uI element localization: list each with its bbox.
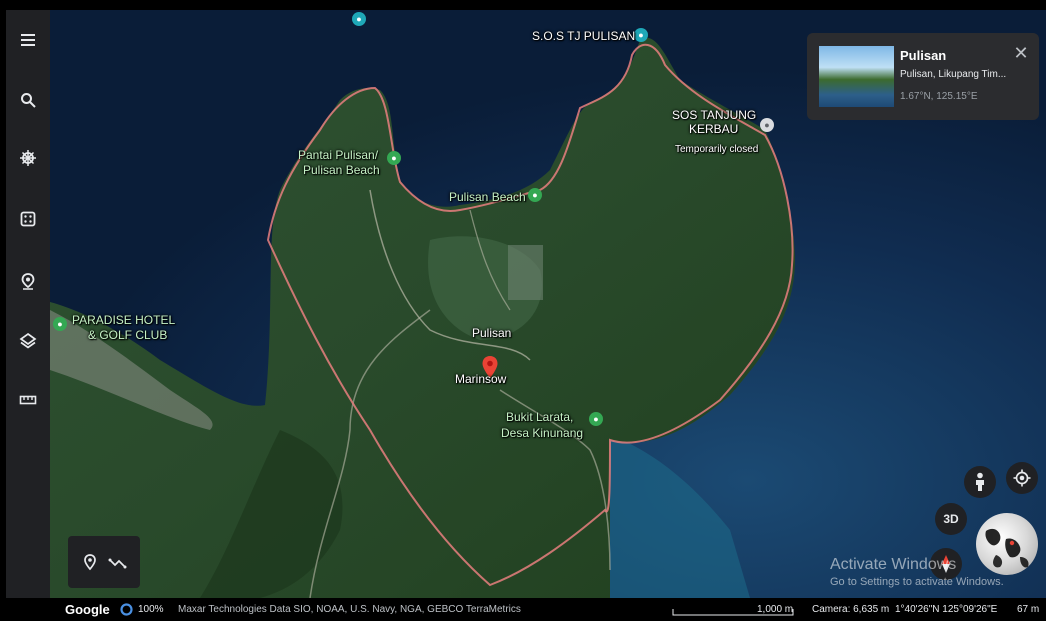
voyager-icon [20, 150, 36, 166]
pegman-button[interactable] [964, 466, 996, 498]
map-style-icon [19, 332, 37, 349]
poi-pin-sos-tanjung-kerbau[interactable]: ● [760, 118, 774, 132]
add-path-icon [108, 558, 127, 569]
add-placemark-button[interactable] [80, 552, 100, 572]
menu-button[interactable] [6, 22, 50, 58]
feeling-lucky-icon [20, 211, 36, 227]
pegman-icon [976, 472, 984, 491]
compass-button[interactable] [930, 548, 962, 580]
place-coords: 1.67°N, 125.15°E [900, 91, 978, 102]
label-bukit-larata: Bukit Larata, [506, 410, 574, 424]
poi-pin-bukit-larata[interactable]: ● [589, 412, 603, 426]
left-toolbar [6, 10, 50, 598]
close-card-button[interactable]: ✕ [1012, 44, 1030, 62]
elevation: 67 m [1017, 604, 1040, 615]
projects-icon [21, 273, 35, 290]
feeling-lucky-button[interactable] [6, 201, 50, 237]
camera-altitude: Camera: 6,635 m [812, 604, 890, 615]
search-button[interactable] [6, 82, 50, 118]
watermark-line-1: Activate Windows [830, 556, 957, 573]
menu-icon [21, 34, 35, 46]
label-temporarily-closed: Temporarily closed [675, 144, 759, 155]
location-marker[interactable] [482, 356, 498, 378]
toggle-3d-button[interactable]: 3D [935, 503, 967, 535]
my-location-icon [1013, 469, 1031, 487]
place-title: Pulisan [900, 48, 947, 63]
poi-pin-paradise-hotel[interactable]: ● [53, 317, 67, 331]
label-pulisan-beach-2: Pulisan Beach [303, 163, 380, 177]
search-icon [21, 93, 36, 108]
place-info-card[interactable]: Pulisan Pulisan, Likupang Tim... 1.67°N,… [807, 33, 1039, 120]
label-pantai-pulisan: Pantai Pulisan/ [298, 148, 379, 162]
close-icon: ✕ [1013, 43, 1029, 63]
place-thumbnail[interactable] [819, 46, 894, 107]
projects-button[interactable] [6, 263, 50, 299]
area-boundary [266, 43, 794, 587]
poi-pin-top[interactable]: ● [352, 12, 366, 26]
imagery-attribution[interactable]: Maxar Technologies Data SIO, NOAA, U.S. … [178, 604, 521, 615]
add-path-button[interactable] [108, 552, 128, 572]
poi-pin-pantai-pulisan[interactable]: ● [387, 151, 401, 165]
label-sos-tanjung: SOS TANJUNG [672, 108, 757, 122]
drawing-tools [68, 536, 140, 588]
label-desa-kinunang: Desa Kinunang [501, 426, 584, 440]
place-subtitle: Pulisan, Likupang Tim... [900, 69, 1007, 80]
voyager-button[interactable] [6, 140, 50, 176]
scale-label: 1,000 m [757, 604, 794, 615]
my-location-button[interactable] [1006, 462, 1038, 494]
loading-progress-icon [120, 603, 133, 616]
add-placemark-icon [84, 554, 96, 571]
loading-progress: 100% [138, 604, 164, 615]
compass-icon [942, 555, 950, 573]
land-mass [50, 37, 795, 598]
map-style-button[interactable] [6, 323, 50, 359]
label-kerbau: KERBAU [689, 122, 739, 136]
globe-landmasses [985, 528, 1029, 568]
measure-button[interactable] [6, 382, 50, 418]
globe-minimap[interactable] [976, 513, 1038, 575]
status-bar: Google 100% Maxar Technologies Data SIO,… [50, 598, 1046, 621]
label-sos-tj-pulisan: S.O.S TJ PULISAN [532, 29, 636, 43]
scale-bar [672, 609, 794, 616]
poi-pin-pulisan-beach[interactable]: ● [528, 188, 542, 202]
activate-windows-watermark: Activate Windows Go to Settings to activ… [830, 556, 1004, 588]
label-marinsow: Marinsow [455, 372, 507, 386]
cursor-coordinates: 1°40'26"N 125°09'26"E [895, 604, 998, 615]
label-pulisan: Pulisan [472, 326, 512, 340]
label-pulisan-beach: Pulisan Beach [449, 190, 526, 204]
poi-pin-sos-tj-pulisan[interactable]: ● [634, 28, 648, 42]
label-golf-club: & GOLF CLUB [88, 328, 168, 342]
watermark-line-2: Go to Settings to activate Windows. [830, 576, 1004, 588]
label-paradise-hotel: PARADISE HOTEL [72, 313, 176, 327]
measure-icon [19, 395, 37, 405]
google-logo: Google [65, 602, 110, 617]
